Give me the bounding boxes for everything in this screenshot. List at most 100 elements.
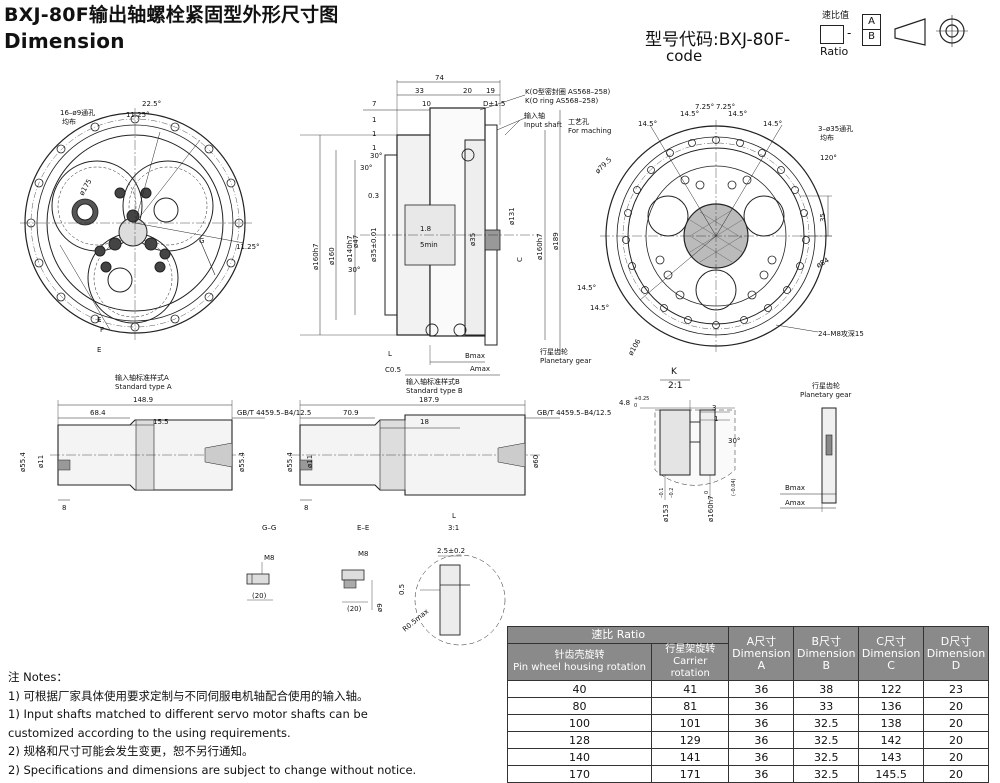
cell: 20 [923, 697, 989, 715]
angle-r-7-25-b: 7.25° [716, 103, 735, 111]
dim-19: 19 [486, 87, 495, 95]
left-front-view [20, 108, 252, 340]
label-f: F [100, 326, 104, 334]
code-dash: - [847, 26, 852, 40]
dim-7: 7 [372, 100, 376, 108]
cell: 36 [728, 731, 795, 749]
note-line-4: 2) 规格和尺寸可能会发生变更，恕不另行通知。 [8, 744, 254, 758]
cell: 129 [651, 731, 730, 749]
k-1: 1 [714, 415, 718, 423]
dia-84: ø84 [815, 256, 831, 270]
callout-input-shaft-en: Input shaft [524, 121, 562, 129]
shaft-b-dia-60: ø60 [532, 455, 540, 468]
cell: 128 [506, 731, 653, 749]
th-b-cn: B尺寸 [811, 634, 841, 648]
dim-1-8: 1.8 [420, 225, 431, 233]
dia-106: ø106 [627, 337, 643, 357]
center-section-view [300, 80, 561, 376]
shaft-a-labels: 输入轴标准样式A Standard type A 148.9 68.4 15.5… [19, 373, 311, 512]
cell: 20 [923, 765, 989, 783]
right-front-view [600, 120, 832, 352]
std-type-b-en: Standard type B [406, 387, 463, 395]
hole-note-3-35: 3–ø35通孔 [818, 124, 853, 133]
angle-r-14-5-c: 14.5° [638, 120, 657, 128]
angle-120: 120° [820, 154, 837, 162]
hole-note-uniform: 均布 [62, 117, 76, 126]
th-d-letter: D [951, 658, 961, 672]
gg-20: (20) [252, 592, 267, 600]
shaft-b-gbt: GB/T 4459.5–B4/12.5 [537, 409, 611, 417]
l-0-5: 0.5 [398, 584, 406, 595]
dim-1c: 1 [372, 144, 376, 152]
dia-160h7: ø160h7 [312, 243, 320, 270]
callout-planetary-cn: 行星齿轮 [540, 347, 568, 356]
k-4-8: 4.8 [619, 399, 630, 407]
dia-35: ø35 [469, 233, 477, 246]
detail-k [640, 379, 736, 500]
cell: 20 [923, 714, 989, 732]
cell: 80 [506, 697, 653, 715]
k-160-tol-up: 0 [704, 491, 710, 494]
dim-c: C [516, 257, 524, 262]
detail-k-scale: 2:1 [668, 381, 682, 391]
cell: 141 [651, 748, 730, 766]
cell: 142 [858, 731, 925, 749]
k-30: 30° [728, 437, 740, 445]
cell: 36 [728, 680, 795, 698]
cell: 20 [923, 731, 989, 749]
angle-r-14-5-f: 14.5° [590, 304, 609, 312]
th-ratio: 速比 Ratio [506, 626, 730, 644]
section-dims: M8 (20) M8 (20) ø9 2.5±0.2 0.5 R0.5max [252, 547, 465, 634]
shaft-a-gbt: GB/T 4459.5–B4/12.5 [237, 409, 311, 417]
cell: 138 [858, 714, 925, 732]
dim-c0-5: C0.5 [385, 366, 401, 374]
shaft-type-a [50, 400, 265, 501]
th-a: A尺寸 Dimension A [728, 626, 795, 681]
th-c-cn: C尺寸 [876, 634, 906, 648]
dim-bmax: Bmax [465, 352, 485, 360]
callout-planetary-en: Planetary gear [540, 357, 592, 365]
dim-20: 20 [463, 87, 472, 95]
shaft-b-70-9: 70.9 [343, 409, 359, 417]
angle-30-a: 30° [370, 152, 382, 160]
hole-note-uniform-r: 均布 [820, 133, 834, 142]
hole-note-cn: 16–ø9通孔 [60, 108, 95, 117]
detail-k-labels: K 2:1 4.8 +0.25 0 3 1 30° ø153 –0.1 –0.2… [619, 367, 740, 522]
shaft-a-dia-right: ø55.4 [238, 452, 246, 472]
dim-5min: 5min [420, 241, 438, 249]
k-dia-153: ø153 [662, 504, 670, 522]
std-type-b-cn: 输入轴标准样式B [406, 377, 460, 386]
shaft-b-labels: 187.9 70.9 18 GB/T 4459.5–B4/12.5 ø55.4 … [286, 396, 611, 512]
ab-box: A B [862, 14, 881, 46]
model-code-en: code [666, 47, 703, 65]
note-line-5: 2) Specifications and dimensions are sub… [8, 762, 417, 777]
planetary-gear-detail [780, 407, 837, 512]
shaft-b-18: 18 [420, 418, 429, 426]
ee-20: (20) [347, 605, 362, 613]
cell: 36 [728, 748, 795, 766]
angle-r-14-5-b: 14.5° [728, 110, 747, 118]
callout-process-hole-cn: 工艺孔 [568, 118, 589, 126]
angle-11-25-top: 11.25° [126, 111, 150, 119]
dim-0-3: 0.3 [368, 192, 379, 200]
left-view-labels: 16–ø9通孔 均布 22.5° 11.25° ø175 11.25° G E … [60, 100, 260, 354]
k-153-tol-up: –0.1 [659, 488, 665, 498]
angle-r-14-5-e: 14.5° [577, 284, 596, 292]
k-3: 3 [712, 404, 716, 412]
ee-m8: M8 [358, 550, 369, 558]
dia-160h7-right: ø160h7 [536, 233, 544, 260]
shaft-b-dia-11: ø11 [306, 455, 314, 468]
note-line-1: 1) 可根据厂家具体使用要求定制与不同伺服电机轴配合使用的输入轴。 [8, 688, 369, 703]
k-tol-up: +0.25 [634, 396, 649, 402]
section-l-scale: 3:1 [448, 524, 459, 532]
ratio-cn: 速比值 [822, 11, 850, 21]
title-en: Dimension [4, 29, 125, 53]
cell: 36 [728, 697, 795, 715]
note-line-3: customized according to the using requir… [8, 725, 291, 740]
gg-m8: M8 [264, 554, 275, 562]
